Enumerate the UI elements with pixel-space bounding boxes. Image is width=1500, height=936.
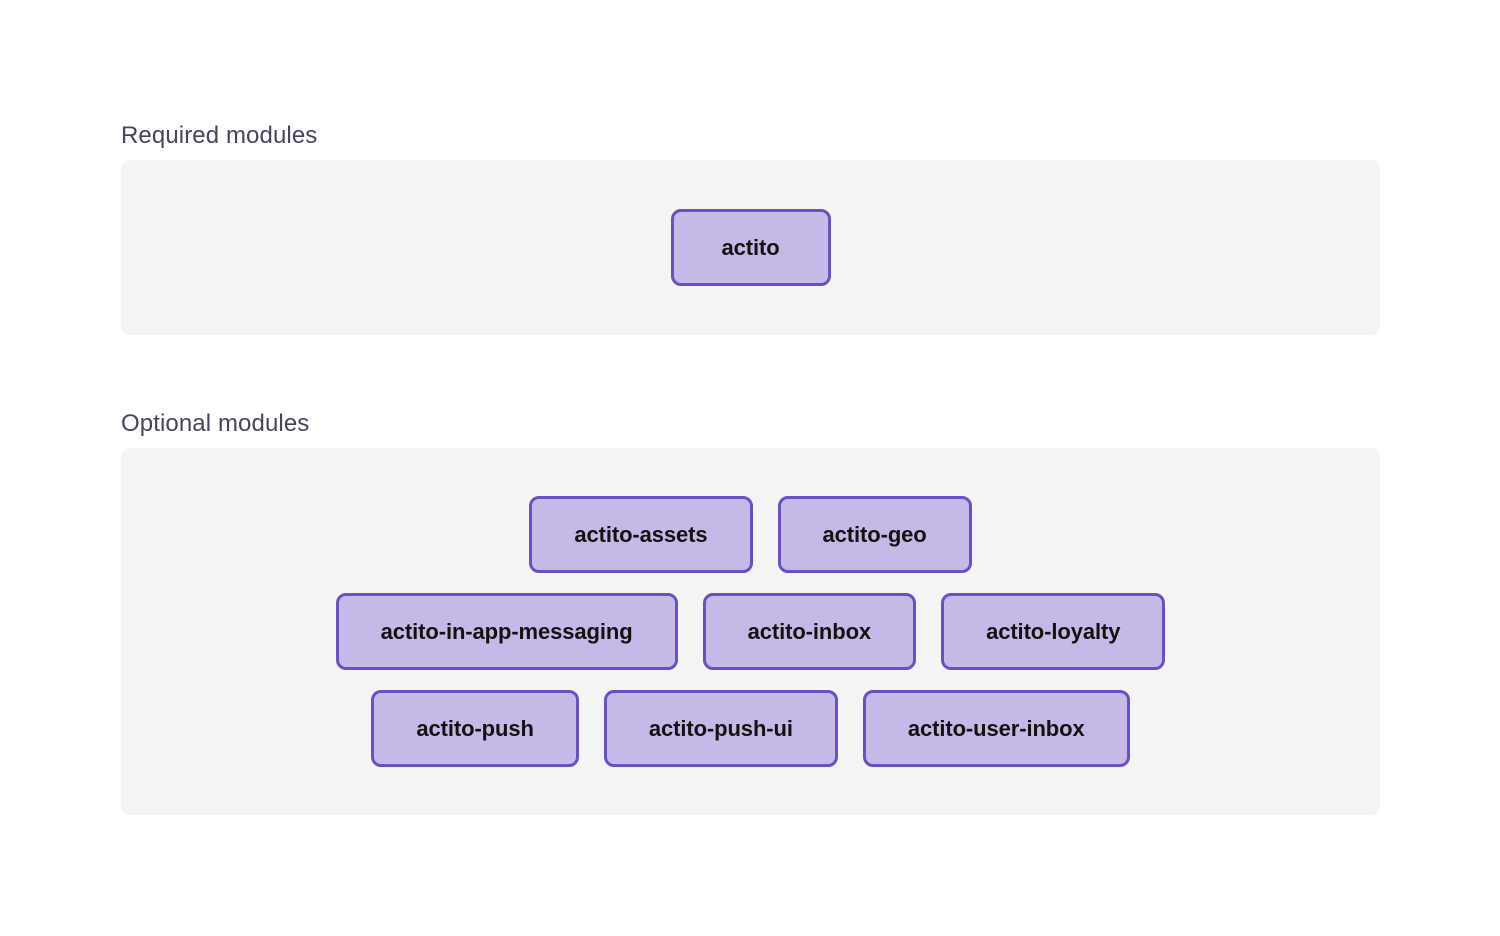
module-box-actito-assets[interactable]: actito-assets bbox=[529, 496, 753, 573]
module-box-actito-inbox[interactable]: actito-inbox bbox=[702, 593, 917, 670]
optional-module-rows: actito-assets actito-geo actito-in-app-m… bbox=[121, 496, 1380, 767]
required-modules-section: Required modules actito bbox=[121, 120, 1380, 335]
optional-modules-panel: actito-assets actito-geo actito-in-app-m… bbox=[121, 448, 1380, 815]
module-row: actito-assets actito-geo bbox=[529, 496, 972, 573]
module-box-actito-loyalty[interactable]: actito-loyalty bbox=[941, 593, 1166, 670]
module-row: actito-in-app-messaging actito-inbox act… bbox=[335, 593, 1166, 670]
module-box-actito-push-ui[interactable]: actito-push-ui bbox=[603, 690, 838, 767]
required-modules-panel: actito bbox=[121, 160, 1380, 335]
module-box-actito-geo[interactable]: actito-geo bbox=[777, 496, 972, 573]
module-box-actito-user-inbox[interactable]: actito-user-inbox bbox=[862, 690, 1130, 767]
module-box-actito[interactable]: actito bbox=[670, 209, 831, 286]
optional-modules-section: Optional modules actito-assets actito-ge… bbox=[121, 408, 1380, 815]
required-modules-heading: Required modules bbox=[121, 122, 318, 149]
optional-modules-heading: Optional modules bbox=[121, 410, 310, 437]
module-box-actito-in-app-messaging[interactable]: actito-in-app-messaging bbox=[335, 593, 678, 670]
module-row: actito bbox=[670, 209, 831, 286]
module-box-actito-push[interactable]: actito-push bbox=[371, 690, 579, 767]
module-row: actito-push actito-push-ui actito-user-i… bbox=[371, 690, 1130, 767]
